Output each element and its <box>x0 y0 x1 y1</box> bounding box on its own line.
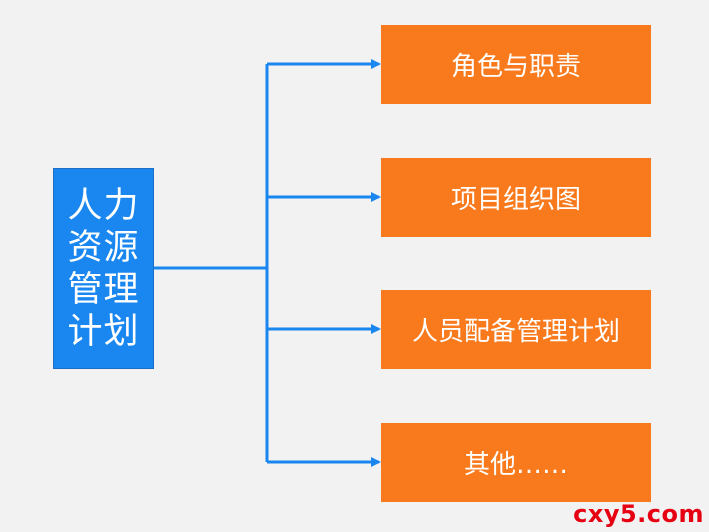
root-node: 人力资源管理计划 <box>53 168 154 369</box>
child-node-project-org-chart: 项目组织图 <box>381 158 651 237</box>
child-node-roles-responsibilities: 角色与职责 <box>381 25 651 104</box>
child-node-label: 其他…… <box>463 450 568 480</box>
child-node-label: 角色与职责 <box>450 52 581 82</box>
child-node-other: 其他…… <box>381 423 651 502</box>
child-node-label: 项目组织图 <box>450 185 581 215</box>
child-node-staffing-plan: 人员配备管理计划 <box>381 290 651 369</box>
root-node-label: 人力资源管理计划 <box>67 185 140 352</box>
child-node-label: 人员配备管理计划 <box>411 317 620 347</box>
watermark-text: cxy5.com <box>573 500 704 528</box>
